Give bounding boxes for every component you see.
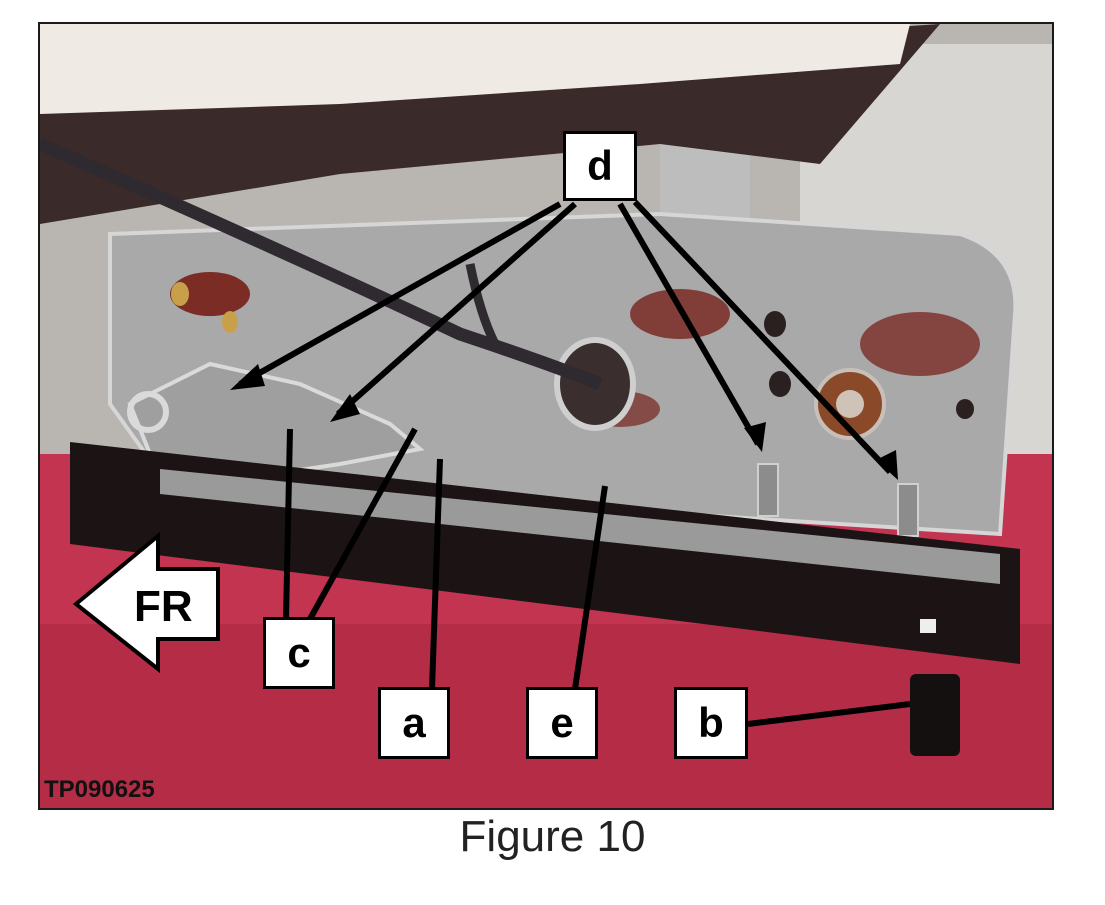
figure-caption: Figure 10 [459,812,646,861]
callout-e: e [526,687,598,759]
leader-d-2 [336,201,577,417]
front-direction-label: FR [134,582,193,631]
rail-foot [910,674,960,756]
front-direction-arrow [72,531,220,674]
rust-patch [170,272,250,316]
arrowhead-d-2 [330,394,360,422]
callout-c: c [263,617,335,689]
callout-b: b [674,687,748,759]
arrowheads [230,364,898,480]
latch-ring [127,391,169,433]
seat-rail-photo [38,22,1054,810]
leader-a [429,458,443,690]
bracket-hole [769,371,791,397]
rust-patch [860,312,980,376]
bracket-hole [764,311,786,337]
leader-lines [238,199,911,727]
cable-branch [465,263,500,347]
bracket-hole [222,311,238,333]
photo-illustration [40,24,1052,808]
seat-foam [40,24,910,114]
stud-bolt [897,483,919,537]
bracket-hole [171,282,189,306]
leader-c-2 [307,427,418,621]
callout-a: a [378,687,450,759]
bracket-hole [956,399,974,419]
arrowhead-d-1 [230,364,265,390]
rail-top-strip [160,469,1000,584]
reference-code: TP090625 [44,776,155,803]
cable [40,138,603,391]
leader-e [572,485,608,690]
arrowhead-d-3 [744,422,766,452]
callout-d: d [563,131,637,201]
leader-b [747,701,911,727]
stud-bolt [757,463,779,517]
arrowhead-d-4 [876,450,898,480]
leader-d-3 [617,202,761,446]
leader-c-1 [283,428,293,620]
nut-center [836,390,864,418]
leader-d-1 [238,201,562,387]
leader-d-4 [632,199,893,475]
rail-slot [920,619,936,633]
